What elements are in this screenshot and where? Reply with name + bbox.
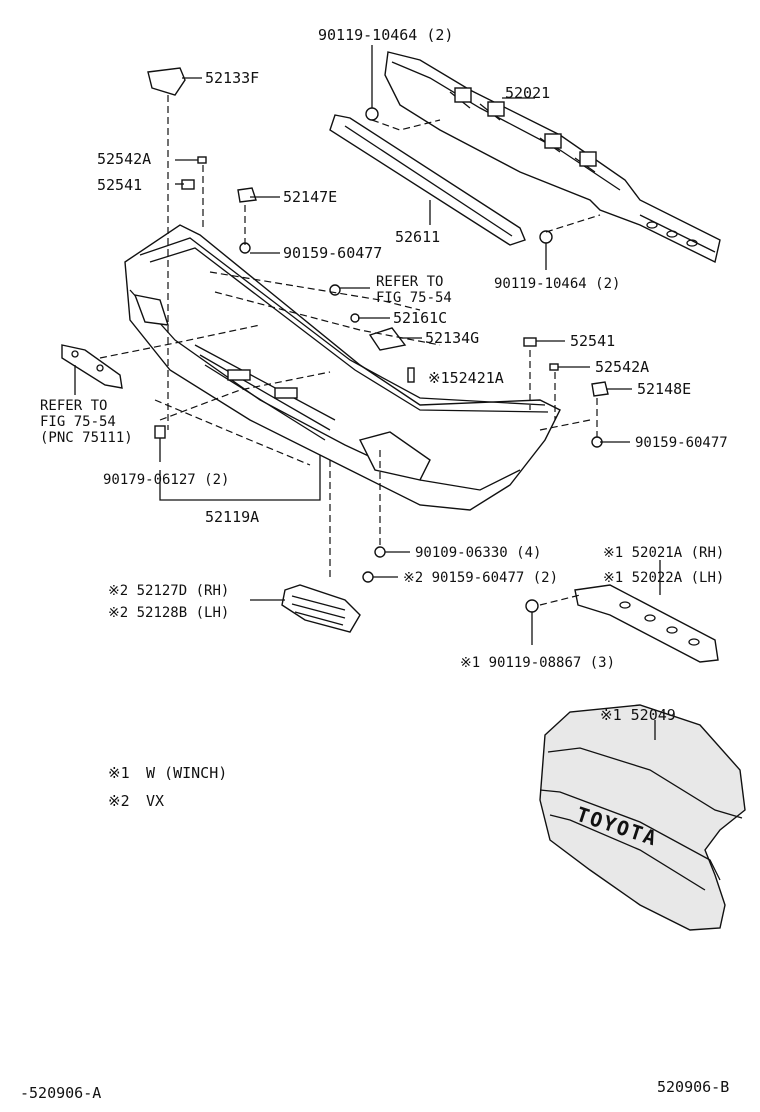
label-90159-60477-right: 90159-60477 <box>635 435 728 451</box>
fog-lamp-cover-52127D <box>281 584 361 633</box>
label-52134G: 52134G <box>425 329 479 347</box>
clip-52161C <box>350 313 360 323</box>
label-52119A: 52119A <box>205 508 259 526</box>
bumper-extension-52021A <box>574 584 719 663</box>
label-52021A: ※1 52021A (RH) <box>603 545 724 561</box>
legend: ※1 W (WINCH) ※2 VX <box>108 764 227 810</box>
label-52133F: 52133F <box>205 69 259 87</box>
label-52022A: ※1 52022A (LH) <box>603 570 724 586</box>
legend-mark-1: ※1 <box>108 764 130 782</box>
grille-emblem-52049: TOYOTA <box>539 704 746 931</box>
footer-right-code: 520906-B <box>657 1078 729 1096</box>
label-52542A-left: 52542A <box>97 150 151 168</box>
label-52049: ※1 52049 <box>600 706 676 724</box>
label-52541-right: 52541 <box>570 332 615 350</box>
label-152421A: ※152421A <box>428 369 504 387</box>
legend-text-1: W (WINCH) <box>146 764 227 782</box>
small-fasteners <box>147 67 609 613</box>
label-90159-60477-vx: ※2 90159-60477 (2) <box>403 570 558 586</box>
dashed-guides <box>99 95 601 606</box>
label-refer-fig-line2: FIG 75-54 <box>376 290 452 306</box>
bolt-90119-10464-right <box>539 230 553 244</box>
legend-mark-2: ※2 <box>108 792 130 810</box>
label-refer-fig-line1: REFER TO <box>376 274 443 290</box>
label-90119-10464-top: 90119-10464 (2) <box>318 26 453 44</box>
clip-52542A-right <box>549 363 559 371</box>
label-refer-pnc-line1: REFER TO <box>40 398 107 414</box>
label-52128B: ※2 52128B (LH) <box>108 605 229 621</box>
label-90119-08867: ※1 90119-08867 (3) <box>460 655 615 671</box>
legend-text-2: VX <box>146 792 164 810</box>
plug-152421A <box>407 367 415 383</box>
bracket-52133F <box>147 67 186 96</box>
bolt-90109-06330 <box>374 546 386 558</box>
label-refer-pnc-line3: (PNC 75111) <box>40 430 133 446</box>
clip-90179-06127 <box>154 425 166 439</box>
bolt-90119-10464-top <box>365 107 379 121</box>
label-52611: 52611 <box>395 228 440 246</box>
label-52541-left: 52541 <box>97 176 142 194</box>
part-labels: 90119-10464 (2) 52133F 52021 52542A 5254… <box>40 26 728 724</box>
bracket-52134G <box>368 327 407 351</box>
label-52542A-right: 52542A <box>595 358 649 376</box>
bolt-90119-08867 <box>525 599 539 613</box>
label-52127D: ※2 52127D (RH) <box>108 583 229 599</box>
clip-52542A-left <box>197 156 207 164</box>
bumper-cover-52119A <box>124 224 561 511</box>
retainer-52541-right <box>523 337 537 347</box>
label-90179-06127: 90179-06127 (2) <box>103 472 229 488</box>
leader-lines <box>74 45 661 740</box>
bumper-bracket-left <box>61 344 123 389</box>
grommet-refer <box>329 284 341 296</box>
footer-left-code: -520906-A <box>20 1084 101 1102</box>
label-refer-pnc-line2: FIG 75-54 <box>40 414 116 430</box>
label-90119-10464-right: 90119-10464 (2) <box>494 276 620 292</box>
clip-52147E <box>237 187 257 203</box>
label-52161C: 52161C <box>393 309 447 327</box>
bumper-reinforcement-52021 <box>384 51 721 264</box>
label-90159-60477-left: 90159-60477 <box>283 244 382 262</box>
label-52021: 52021 <box>505 84 550 102</box>
label-52147E: 52147E <box>283 188 337 206</box>
label-90109-06330: 90109-06330 (4) <box>415 545 541 561</box>
clip-52148E <box>591 381 609 397</box>
label-52148E: 52148E <box>637 380 691 398</box>
bumper-bar-52611 <box>329 114 526 246</box>
screw-90159-60477-vx <box>362 571 374 583</box>
